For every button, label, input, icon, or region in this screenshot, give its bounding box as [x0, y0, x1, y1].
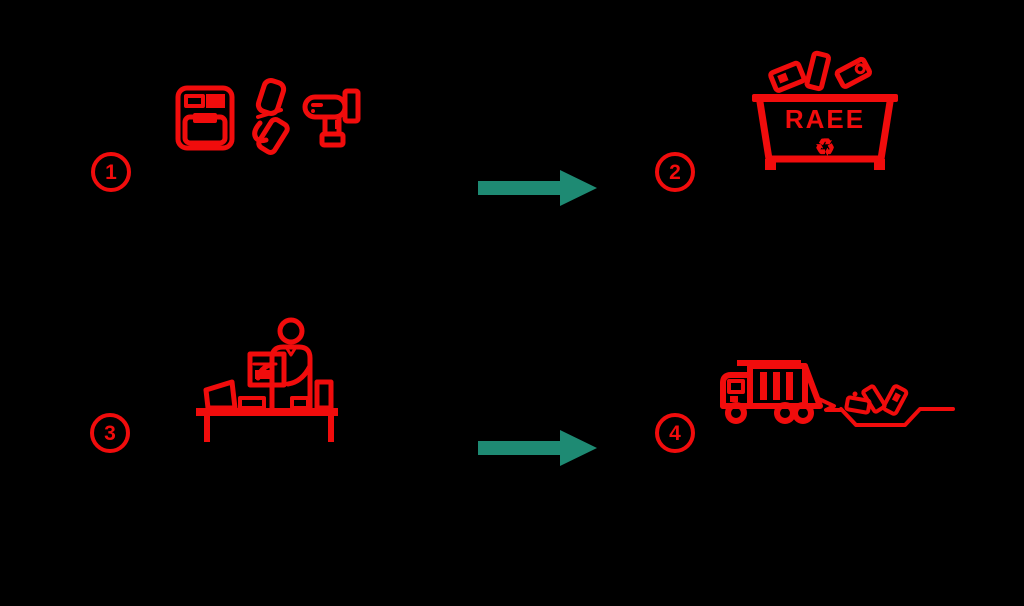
ground-line	[839, 407, 955, 427]
step-3-number: 3	[104, 421, 116, 445]
step-1-number: 1	[105, 160, 117, 184]
step-3-number-badge: 3	[90, 413, 130, 453]
garbage-truck-icon	[720, 360, 843, 424]
oven-icon	[175, 85, 235, 151]
recycle-symbol-icon: ♻	[815, 134, 836, 160]
step-4-number-badge: 4	[655, 413, 695, 453]
step-1-number-badge: 1	[91, 152, 131, 192]
arrow-step1-to-step2-icon	[478, 170, 597, 206]
discarded-devices-icons	[768, 50, 873, 93]
broken-appliance-icon	[252, 78, 290, 155]
dismantling-workbench-icon	[196, 317, 338, 442]
drill-icon	[302, 88, 361, 148]
collection-scene	[720, 360, 955, 427]
step-2-number: 2	[669, 160, 681, 184]
step-2-number-badge: 2	[655, 152, 695, 192]
step-4-number: 4	[669, 421, 681, 445]
raee-label: RAEE	[785, 104, 865, 134]
raee-container-icon: RAEE ♻	[752, 50, 898, 170]
arrow-step3-to-step4-icon	[478, 430, 597, 466]
ewaste-pile-icon	[844, 384, 909, 416]
